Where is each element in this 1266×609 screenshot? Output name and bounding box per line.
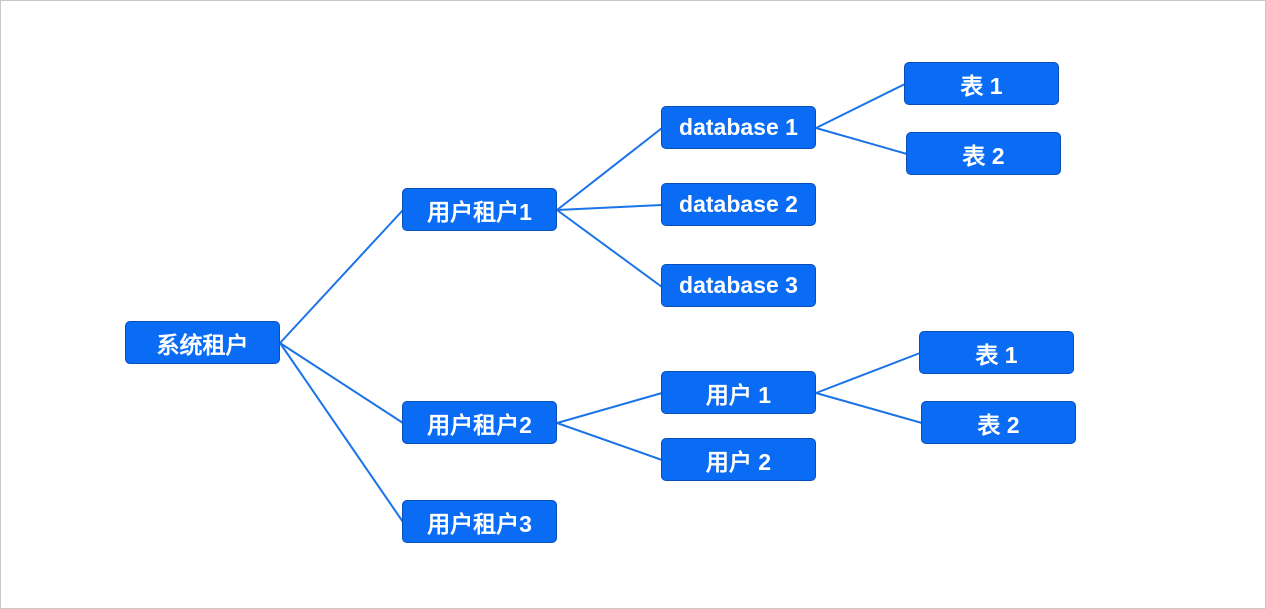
- edge-tenant1-db3: [556, 209, 663, 288]
- edge-db1-table2: [815, 127, 908, 155]
- user-2-node: 用户 2: [661, 438, 816, 481]
- db1-table-2-node: 表 2: [906, 132, 1061, 175]
- user1-table-2-node: 表 2: [921, 401, 1076, 444]
- edge-user1-table2: [815, 392, 923, 424]
- database-3-node: database 3: [661, 264, 816, 307]
- database-1-node: database 1: [661, 106, 816, 149]
- user-1-node: 用户 1: [661, 371, 816, 414]
- edge-root-tenant1: [279, 209, 404, 344]
- edge-user1-table1: [815, 352, 921, 394]
- edge-root-tenant2: [279, 342, 404, 424]
- user-tenant-2-node: 用户租户2: [402, 401, 557, 444]
- user-tenant-1-node: 用户租户1: [402, 188, 557, 231]
- database-2-node: database 2: [661, 183, 816, 226]
- edge-tenant1-db1: [556, 127, 663, 211]
- edge-tenant2-user1: [556, 392, 663, 424]
- user1-table-1-node: 表 1: [919, 331, 1074, 374]
- edge-db1-table1: [815, 83, 906, 129]
- db1-table-1-node: 表 1: [904, 62, 1059, 105]
- edge-root-tenant3: [279, 342, 404, 523]
- system-tenant-node: 系统租户: [125, 321, 280, 364]
- user-tenant-3-node: 用户租户3: [402, 500, 557, 543]
- edge-tenant1-db2: [556, 204, 663, 211]
- edge-tenant2-user2: [556, 422, 663, 461]
